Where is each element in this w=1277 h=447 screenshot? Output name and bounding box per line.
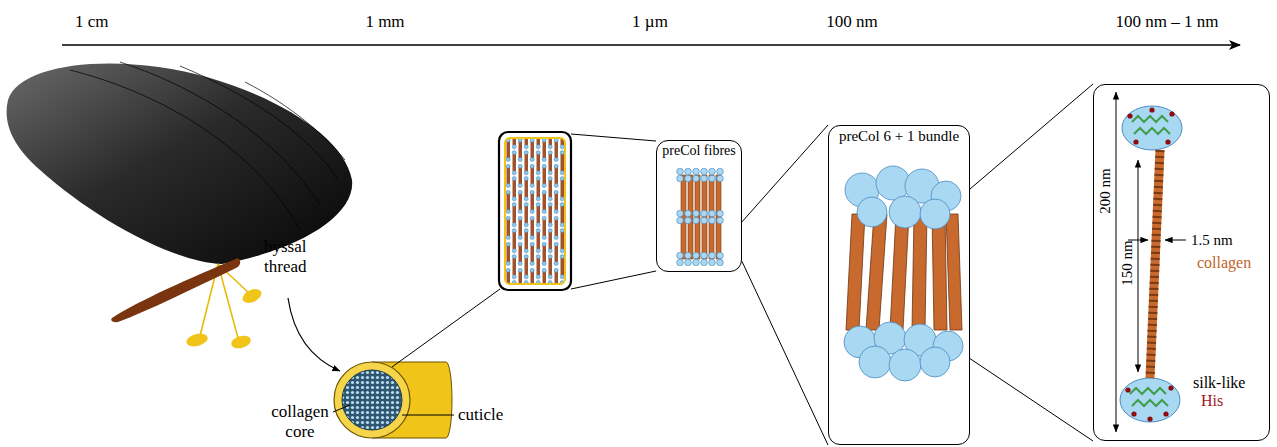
growth-line xyxy=(70,70,300,230)
dimension-arrow xyxy=(1138,160,1139,372)
end-domain xyxy=(889,196,921,228)
collagen-rod xyxy=(846,214,865,330)
mussel-foot xyxy=(111,258,240,322)
collagen-rod xyxy=(866,214,887,330)
end-domain xyxy=(857,197,887,227)
growth-line xyxy=(180,66,338,180)
part-label: silk-like xyxy=(1193,374,1245,392)
bead-row xyxy=(676,168,724,182)
end-domain xyxy=(920,199,950,229)
collagen-rod xyxy=(946,214,962,330)
mussel xyxy=(7,62,353,350)
collagen-rod xyxy=(912,214,927,330)
collagen-helix xyxy=(1150,150,1160,378)
silk-sheet xyxy=(1132,116,1168,122)
zoom-connector xyxy=(970,84,1093,441)
cuticle-ring xyxy=(334,362,410,438)
mussel-shell xyxy=(7,64,353,264)
leader-line xyxy=(402,415,454,416)
scale-label: 1 cm xyxy=(75,12,109,32)
zoom-connector xyxy=(742,125,828,445)
silk-sheet xyxy=(1132,400,1168,406)
bead-row xyxy=(676,210,724,224)
histidine-dot xyxy=(1165,139,1170,144)
collagen-helix-turns xyxy=(1150,150,1160,378)
silk-sheet xyxy=(1130,388,1166,394)
box-heading: preCol fibres xyxy=(662,143,735,159)
zoom-line xyxy=(571,134,656,141)
dimension-label: 200 nm xyxy=(1097,168,1114,213)
collagen-core xyxy=(342,370,402,430)
scale-label: 1 µm xyxy=(632,12,668,32)
histidine-dot xyxy=(1163,411,1168,416)
part-label: His xyxy=(1201,392,1223,410)
histidine-dot xyxy=(1131,411,1136,416)
part-label: collagen core xyxy=(271,402,329,441)
bundle-box: preCol 6 + 1 bundle xyxy=(828,125,970,445)
byssal-plaque xyxy=(240,286,263,305)
histidine-dot xyxy=(1169,111,1174,116)
box-heading: preCol 6 + 1 bundle xyxy=(839,128,959,145)
silk-domain xyxy=(1120,378,1180,422)
zoom-line xyxy=(392,289,500,367)
scale-label: 100 nm xyxy=(826,12,877,32)
growth-line xyxy=(245,82,345,160)
core-frame xyxy=(499,132,571,290)
dimension-label: 150 nm xyxy=(1119,240,1136,285)
leader-line xyxy=(333,405,350,412)
growth-line xyxy=(120,62,320,205)
part-label: collagen xyxy=(1197,254,1251,272)
byssal-plaque xyxy=(230,334,252,351)
silk-domain xyxy=(1122,106,1182,150)
precol-molecule xyxy=(1116,92,1186,432)
histidine-dot xyxy=(1127,113,1132,118)
scale-label: 1 mm xyxy=(365,12,404,32)
collagen-rod xyxy=(890,214,909,330)
part-label: byssal thread xyxy=(264,237,307,276)
dimension-arrow xyxy=(1165,240,1186,241)
bead-row xyxy=(676,252,724,266)
precol-fibre xyxy=(676,168,724,266)
scale-axis xyxy=(62,44,1240,45)
histidine-dot xyxy=(1149,107,1154,112)
scale-label: 100 nm – 1 nm xyxy=(1116,12,1219,32)
dimension-label: 1.5 nm xyxy=(1191,232,1233,249)
fibre-weave xyxy=(505,138,565,284)
zoom-line xyxy=(571,271,656,289)
thread-core-detail xyxy=(499,132,571,290)
byssal-plaque xyxy=(185,331,209,348)
histidine-dot xyxy=(1133,139,1138,144)
histidine-dot xyxy=(1147,416,1152,421)
histidine-dot xyxy=(1125,387,1130,392)
end-domain xyxy=(889,349,921,381)
part-label: cuticle xyxy=(458,405,503,425)
precol-bundle xyxy=(844,166,963,381)
end-domain xyxy=(859,346,891,378)
molecule-box: 200 nm 150 nm 1.5 nm collagen silk-likeHis xyxy=(1093,84,1270,441)
zoom-arrow xyxy=(288,298,340,371)
end-domain xyxy=(920,347,950,377)
histidine-dot xyxy=(1168,385,1173,390)
dimension-arrow xyxy=(1116,92,1117,432)
thread-cross-section xyxy=(333,362,454,438)
collagen-rod xyxy=(932,214,947,330)
silk-sheet xyxy=(1134,128,1170,134)
fibre-box: preCol fibres xyxy=(656,140,742,272)
